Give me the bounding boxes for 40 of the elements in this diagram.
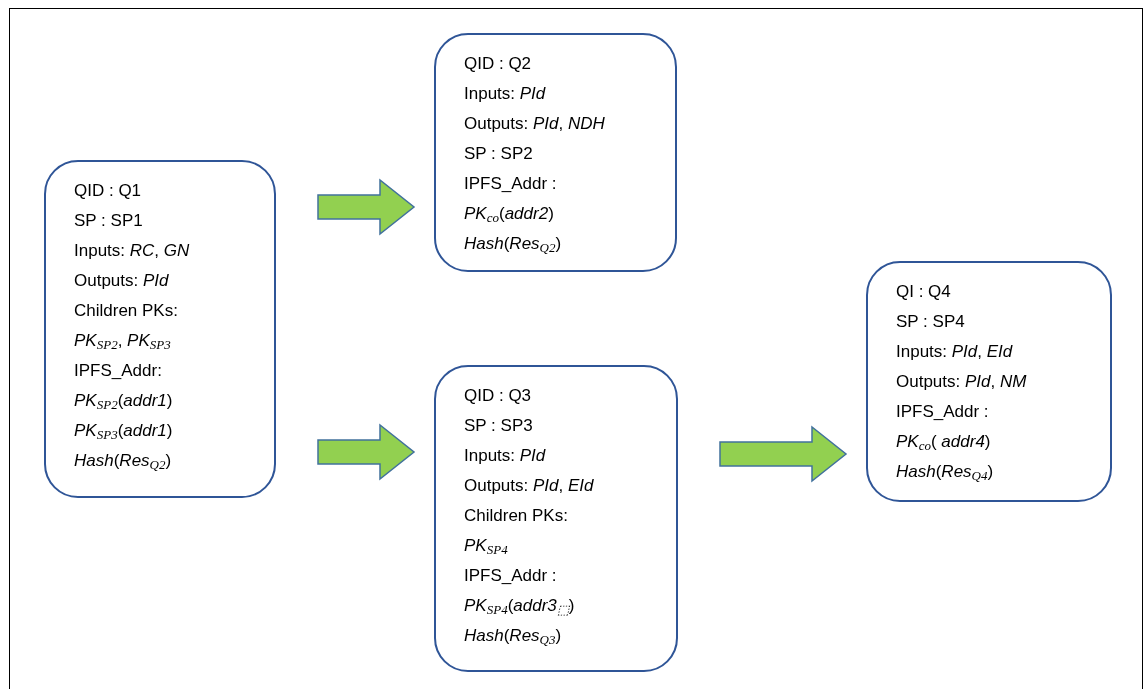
- node-text: PK$_{SP2}$, PK$_{SP3}$: [74, 330, 171, 355]
- node-text: QI : Q4: [896, 281, 951, 303]
- node-text: Outputs: PId, NM: [896, 371, 1027, 393]
- node-text: IPFS_Addr :: [896, 401, 989, 423]
- node-text: SP : SP3: [464, 415, 533, 437]
- node-text: Outputs: PId, EId: [464, 475, 594, 497]
- node-text: Hash(Res$_{Q2}$): [74, 450, 172, 475]
- query-box: [434, 33, 677, 272]
- node-text: PK$_{co}$( addr4): [896, 431, 991, 456]
- node-text: SP : SP2: [464, 143, 533, 165]
- node-text: Children PKs:: [74, 300, 178, 322]
- node-text: PK$_{SP2}$(addr1): [74, 390, 173, 415]
- node-text: SP : SP1: [74, 210, 143, 232]
- node-text: Hash(Res$_{Q2}$): [464, 233, 562, 258]
- query-box: [44, 160, 276, 498]
- query-box: [434, 365, 678, 672]
- node-text: Children PKs:: [464, 505, 568, 527]
- node-text: QID : Q2: [464, 53, 532, 75]
- node-text: IPFS_Addr :: [464, 565, 557, 587]
- node-text: Inputs: PId, EId: [896, 341, 1013, 363]
- node-text: Inputs: PId: [464, 445, 546, 467]
- node-text: Inputs: RC, GN: [74, 240, 190, 262]
- block-arrow: [317, 423, 416, 481]
- block-arrow: [317, 178, 416, 236]
- node-text: QID : Q3: [464, 385, 532, 407]
- node-text: QID : Q1: [74, 180, 142, 202]
- node-text: Hash(Res$_{Q4}$): [896, 461, 994, 486]
- node-text: Outputs: PId, NDH: [464, 113, 605, 135]
- node-text: PK$_{SP4}$(addr3$_{⬚}$): [464, 595, 575, 620]
- node-text: Inputs: PId: [464, 83, 546, 105]
- node-text: PK$_{SP4}$: [464, 535, 508, 560]
- node-text: Outputs: PId: [74, 270, 169, 292]
- node-text: IPFS_Addr:: [74, 360, 162, 382]
- node-text: SP : SP4: [896, 311, 965, 333]
- node-text: IPFS_Addr :: [464, 173, 557, 195]
- query-box: [866, 261, 1112, 502]
- block-arrow: [719, 425, 848, 483]
- node-text: PK$_{SP3}$(addr1): [74, 420, 173, 445]
- node-text: PK$_{co}$(addr2): [464, 203, 554, 228]
- node-text: Hash(Res$_{Q3}$): [464, 625, 562, 650]
